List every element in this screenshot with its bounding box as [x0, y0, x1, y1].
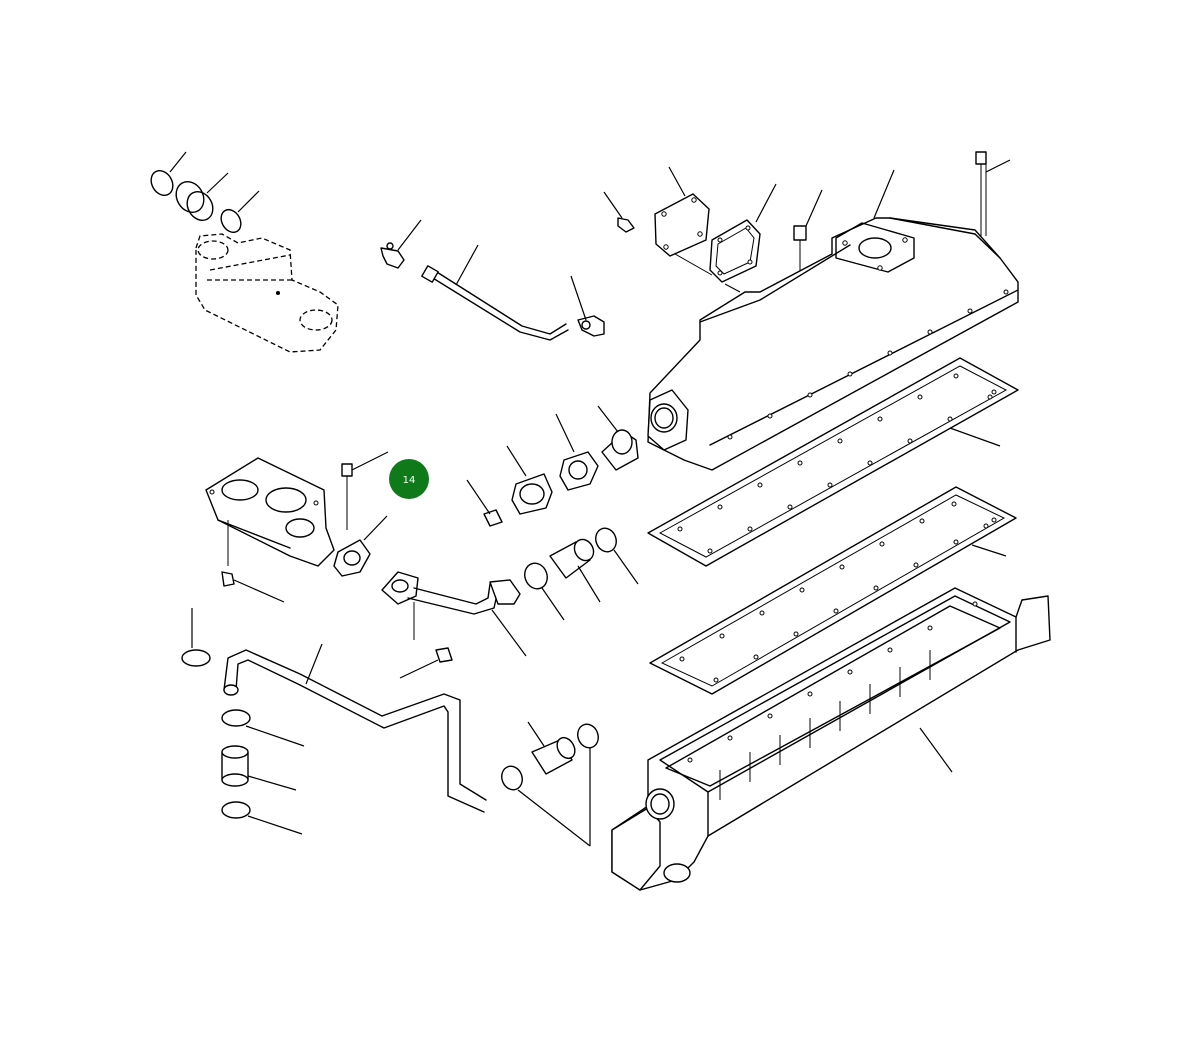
hose-clamp-icon — [501, 765, 591, 847]
elbow-connector-icon — [570, 275, 605, 337]
hose-icon — [527, 721, 576, 775]
gasket-icon — [333, 515, 388, 577]
bolt-icon — [466, 479, 503, 527]
cover-plate-icon — [654, 166, 710, 257]
bolt-icon — [341, 451, 389, 530]
hose-clamp-icon — [524, 562, 565, 621]
hose-clamp-icon — [221, 801, 303, 835]
bolt-icon — [603, 191, 635, 233]
aftercooler-core-gasket-icon — [647, 357, 1019, 567]
gasket-icon — [709, 183, 777, 283]
gasket-icon — [555, 413, 599, 491]
elbow-connector-icon — [380, 219, 422, 269]
bolt-icon — [975, 151, 1011, 236]
callout-marker[interactable]: 14 — [389, 459, 429, 499]
intake-manifold-cover-icon — [647, 169, 1019, 471]
bolt-icon — [399, 647, 453, 679]
hose-icon — [221, 745, 297, 791]
aftercooler-housing-icon — [611, 587, 1051, 891]
dashed-housing-icon — [195, 233, 339, 353]
o-ring-icon — [150, 151, 187, 197]
flange-plate-icon — [506, 445, 553, 515]
hose-clamp-icon — [181, 608, 211, 667]
hose-clamp-icon — [595, 527, 639, 585]
hose-clamp-icon — [577, 723, 599, 846]
aftercooler-core-gasket-icon — [649, 486, 1017, 695]
hose-clamp-icon — [221, 709, 305, 747]
o-ring-icon — [220, 190, 260, 234]
callout-number: 14 — [403, 475, 416, 486]
adapter-sleeve-icon — [597, 405, 639, 471]
breather-tube-icon — [421, 244, 569, 341]
elbow-housing-icon — [205, 457, 335, 567]
fitting-adapter-icon — [175, 172, 229, 222]
water-tube-icon — [223, 643, 487, 813]
hose-icon — [549, 538, 601, 603]
bolt-icon — [221, 571, 285, 603]
water-tube-icon — [381, 571, 527, 657]
